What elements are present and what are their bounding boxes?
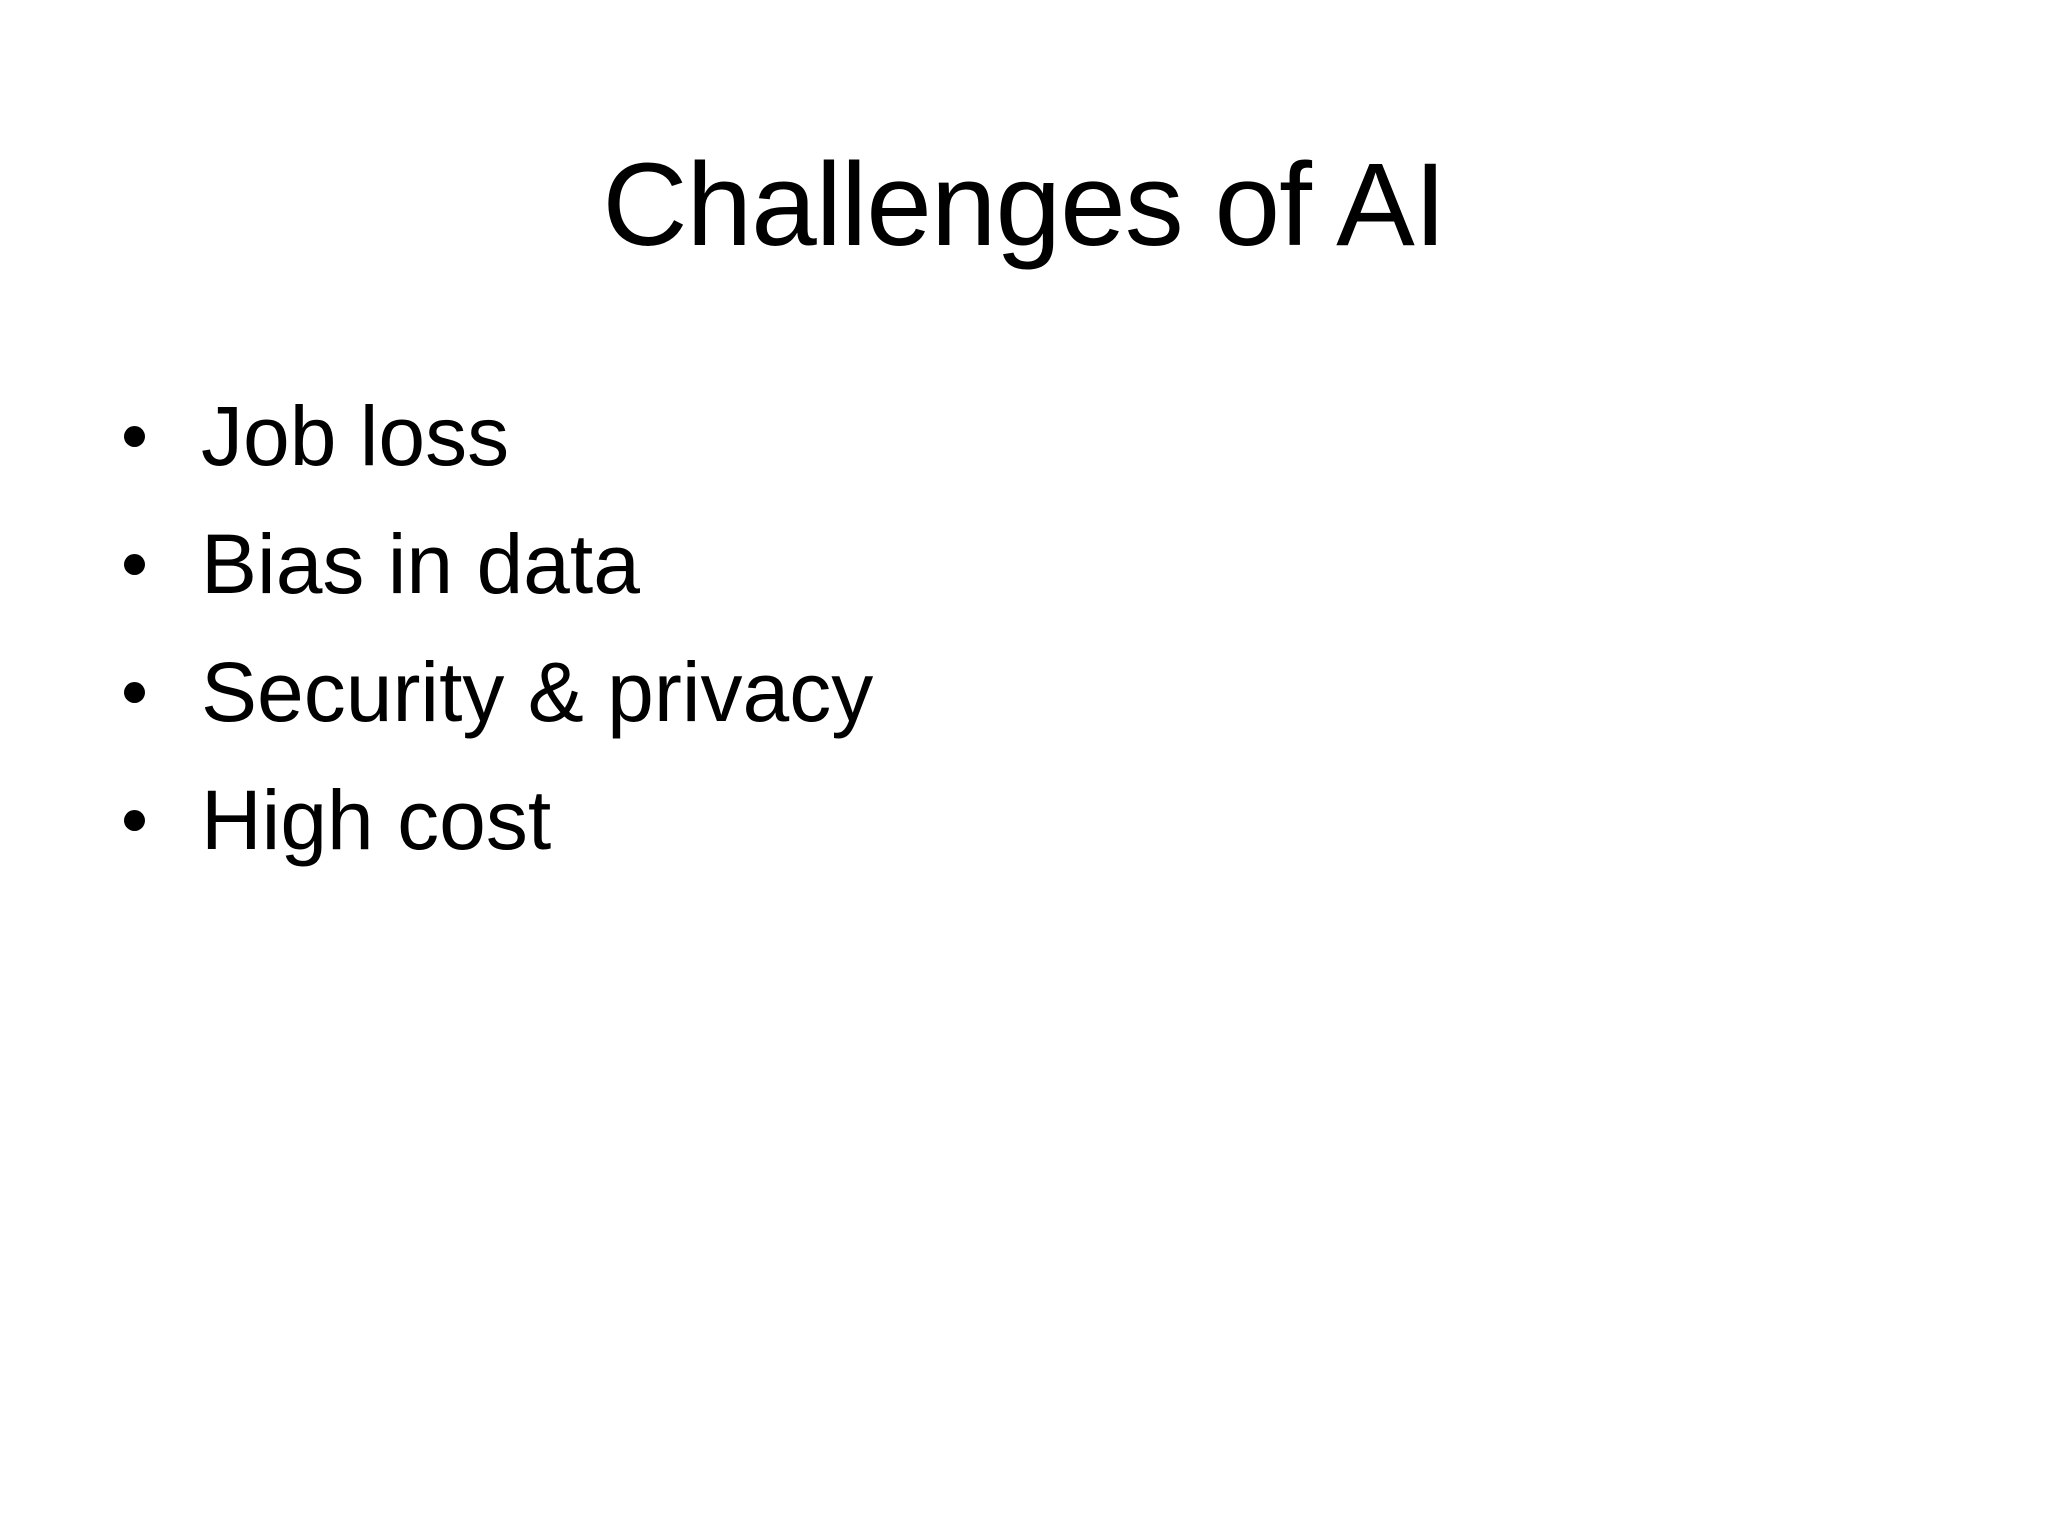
list-item: High cost	[124, 776, 873, 864]
bullet-icon	[124, 553, 145, 575]
bullet-text: High cost	[201, 773, 552, 867]
bullet-text: Security & privacy	[201, 645, 874, 739]
bullet-text: Bias in data	[201, 517, 640, 611]
slide-title: Challenges of AI	[602, 139, 1446, 271]
bullet-icon	[124, 681, 145, 703]
list-item: Job loss	[124, 392, 873, 480]
list-item: Bias in data	[124, 520, 873, 608]
list-item: Security & privacy	[124, 648, 873, 736]
bullet-text: Job loss	[201, 389, 510, 483]
bullet-icon	[124, 809, 145, 831]
bullet-icon	[124, 425, 145, 447]
bullet-list: Job loss Bias in data Security & privacy…	[124, 392, 873, 904]
